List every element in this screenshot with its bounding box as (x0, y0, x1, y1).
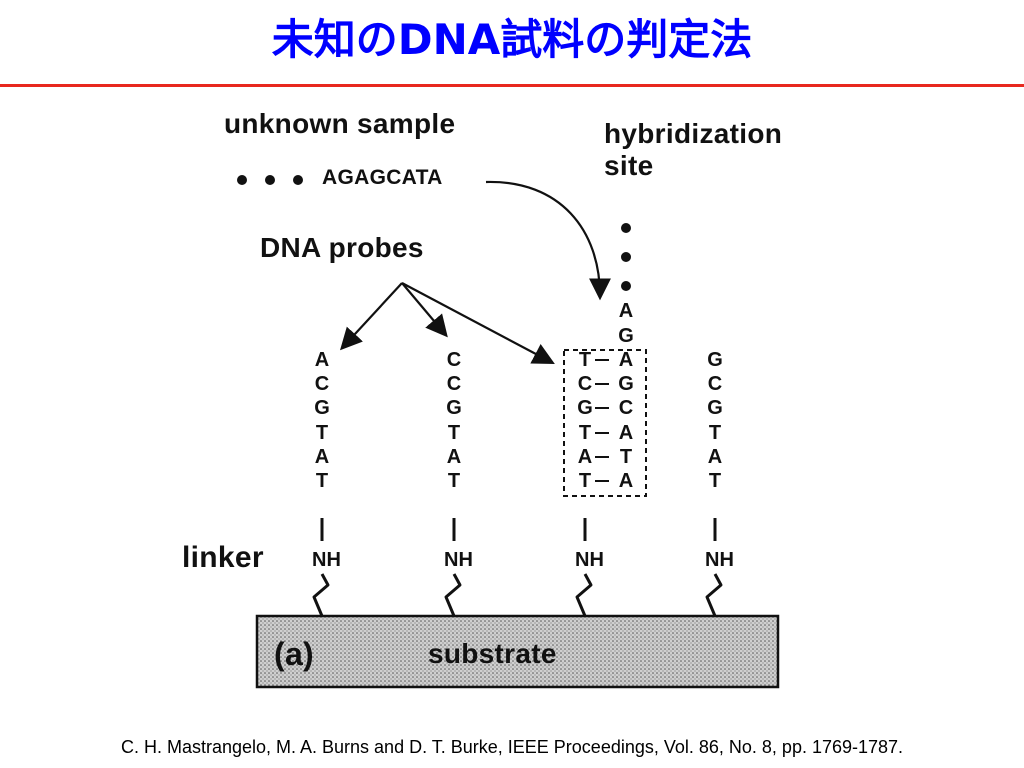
site-label: site (604, 150, 654, 181)
sample-leading-dots (237, 175, 303, 185)
probe-1-base: C (314, 373, 330, 395)
probe-4-base: G (707, 349, 723, 371)
probe-stems (320, 518, 717, 541)
panel-label: (a) (274, 636, 315, 672)
hybrid-strand-base: A (618, 300, 634, 322)
title-divider (0, 84, 1024, 87)
substrate-block (255, 614, 780, 689)
probe-arrows (340, 282, 555, 365)
probe-3-base: T (578, 470, 592, 492)
linker-label: linker (182, 541, 264, 574)
probe-1-base: T (315, 422, 329, 444)
probe-3-base: C (577, 373, 593, 395)
probe-2-base: T (447, 422, 461, 444)
probe-3-base: G (577, 397, 593, 419)
probe-1-base: A (314, 349, 330, 371)
hybrid-strand-base: C (618, 397, 634, 419)
pairing-bonds (595, 359, 609, 482)
nh-label-4: NH (705, 549, 734, 571)
linker-squiggles (312, 573, 723, 617)
nh-label-2: NH (444, 549, 473, 571)
hybrid-strand-base: A (618, 422, 634, 444)
probe-2-base: C (446, 349, 462, 371)
probe-4-base: T (708, 422, 722, 444)
sample-to-site-arrow (485, 180, 611, 301)
substrate-label: substrate (428, 638, 557, 669)
probe-3-base: A (577, 446, 593, 468)
probe-2-base: A (446, 446, 462, 468)
probe-1-base: A (314, 446, 330, 468)
hybrid-strand-base: G (618, 373, 634, 395)
dna-probes-label: DNA probes (260, 232, 424, 263)
unknown-sample-label: unknown sample (224, 108, 456, 139)
probe-4-base: T (708, 470, 722, 492)
probe-3-base: T (578, 422, 592, 444)
hybrid-strand-base: A (618, 470, 634, 492)
probe-4-base: G (707, 397, 723, 419)
hybridization-box (563, 349, 647, 497)
hybrid-strand-dots (621, 223, 631, 291)
probe-2-base: C (446, 373, 462, 395)
hybridization-label: hybridization (604, 118, 783, 149)
citation: C. H. Mastrangelo, M. A. Burns and D. T.… (120, 737, 904, 757)
probe-3-base: T (578, 349, 592, 371)
probe-2-base: T (447, 470, 461, 492)
probe-1-base: T (315, 470, 329, 492)
hybrid-strand-base: T (619, 446, 633, 468)
nh-label-1: NH (312, 549, 341, 571)
hybrid-strand-base: A (618, 349, 634, 371)
probe-4-base: C (707, 373, 723, 395)
nh-label-3: NH (575, 549, 604, 571)
slide-title: 未知のDNA試料の判定法 (271, 15, 753, 64)
sample-sequence: AGAGCATA (322, 166, 443, 189)
hybrid-strand-base: G (618, 325, 634, 347)
probe-2-base: G (446, 397, 462, 419)
probe-4-base: A (707, 446, 723, 468)
probe-1-base: G (314, 397, 330, 419)
